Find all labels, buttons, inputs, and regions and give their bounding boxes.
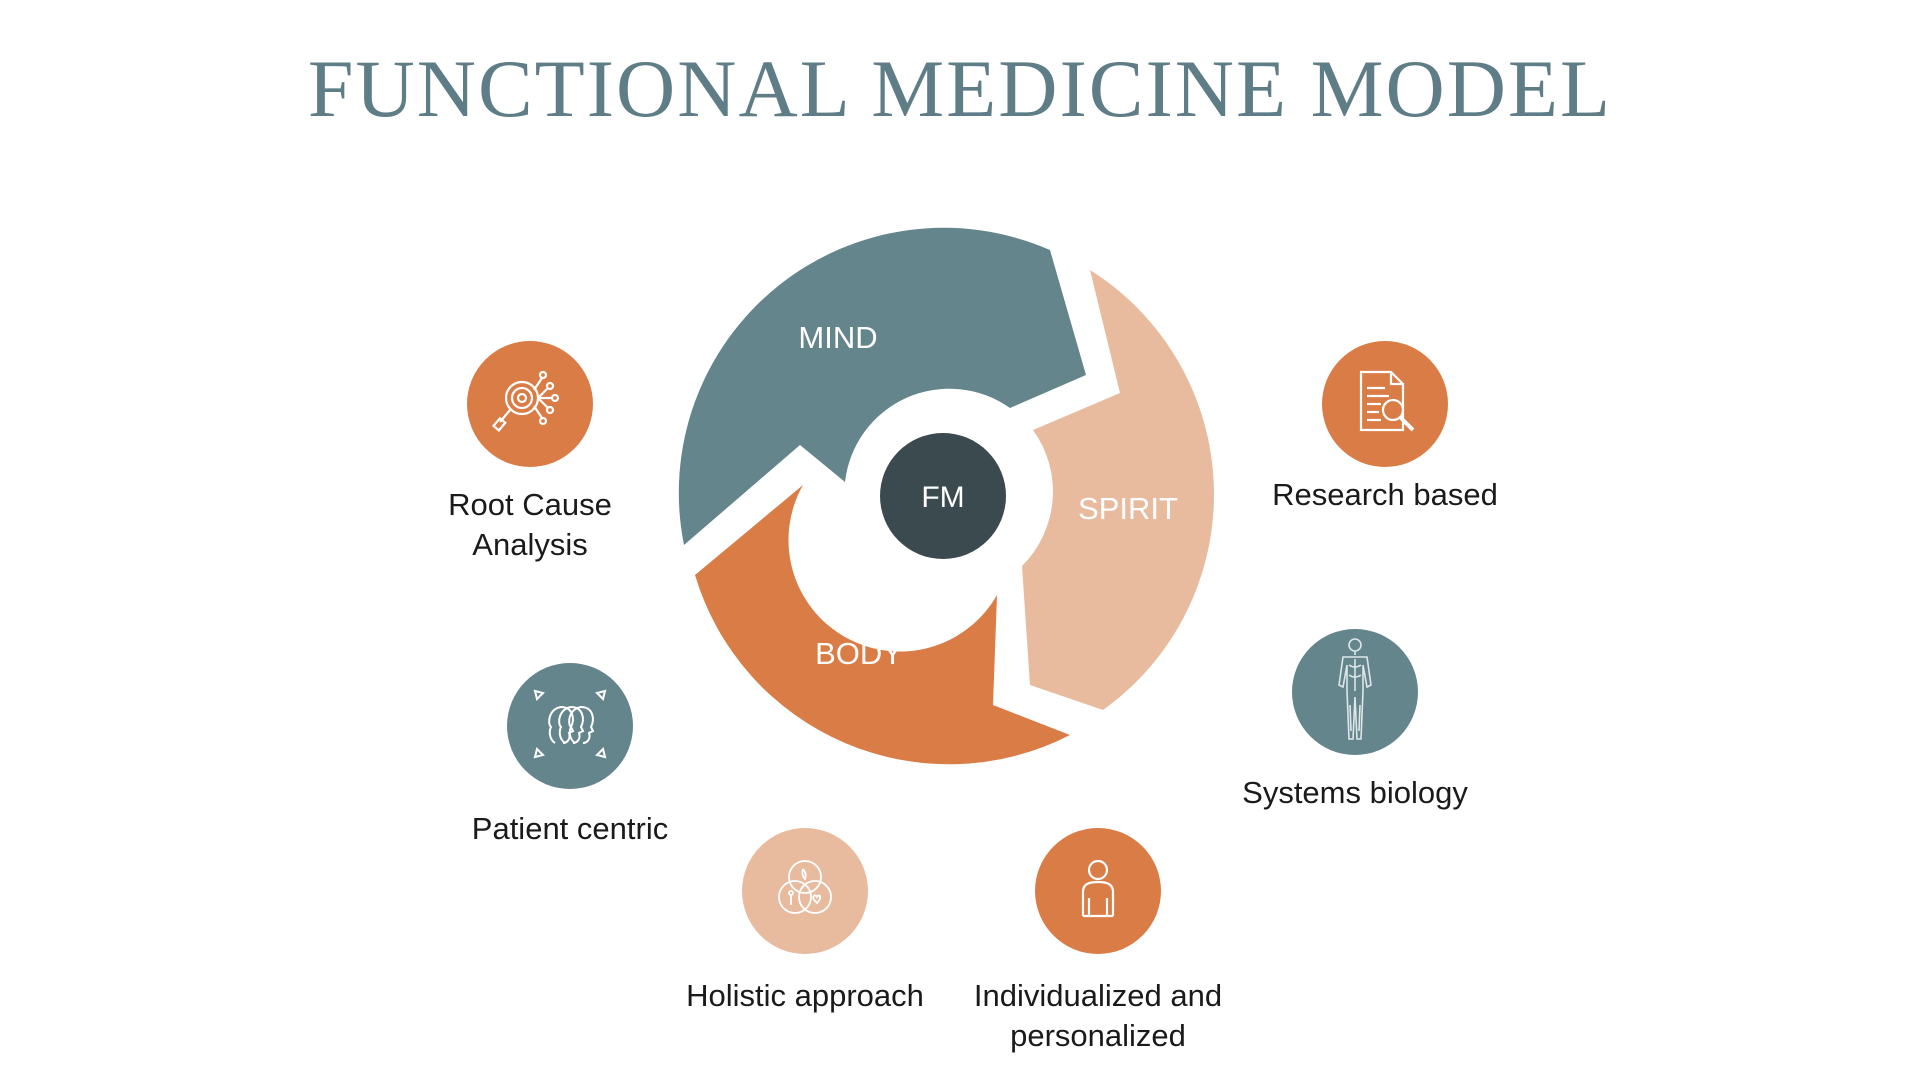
root-cause-label-2: Analysis: [472, 527, 588, 562]
mind-label: MIND: [798, 320, 877, 355]
root-cause-badge: [467, 341, 593, 467]
patient-badge: [507, 663, 633, 789]
holistic-label: Holistic approach: [686, 978, 924, 1013]
people-heads-icon: [525, 679, 615, 774]
patient-label: Patient centric: [471, 811, 669, 846]
research-badge: [1322, 341, 1448, 467]
individual-badge: [1035, 828, 1161, 954]
body-segment: [695, 485, 1070, 765]
individual-label-1: Individualized and: [973, 978, 1223, 1013]
holistic-badge: [742, 828, 868, 954]
magnifier-network-icon: [490, 362, 570, 447]
research-label: Research based: [1272, 477, 1498, 512]
feature-root-cause: Root Cause Analysis: [430, 341, 630, 565]
spirit-segment: [1022, 270, 1214, 710]
feature-holistic: Holistic approach: [680, 828, 930, 1016]
feature-research: Research based: [1260, 341, 1510, 515]
venn-mind-body-spirit-icon: [765, 849, 845, 934]
page-title: FUNCTIONAL MEDICINE MODEL: [307, 43, 1613, 134]
feature-individual: Individualized and personalized: [968, 828, 1228, 1056]
feature-patient: Patient centric: [460, 663, 680, 849]
root-cause-label-1: Root Cause: [448, 487, 612, 522]
systems-badge: [1292, 629, 1418, 755]
feature-systems: Systems biology: [1230, 629, 1480, 813]
individual-label-2: personalized: [1010, 1018, 1186, 1053]
person-icon: [1063, 854, 1133, 929]
document-search-icon: [1347, 364, 1423, 445]
body-label: BODY: [815, 636, 903, 671]
systems-label: Systems biology: [1242, 775, 1468, 810]
center-label: FM: [921, 481, 964, 514]
mind-segment: [678, 227, 1086, 545]
spirit-label: SPIRIT: [1078, 491, 1178, 526]
human-body-icon: [1325, 635, 1385, 750]
center-hub: [880, 433, 1006, 559]
